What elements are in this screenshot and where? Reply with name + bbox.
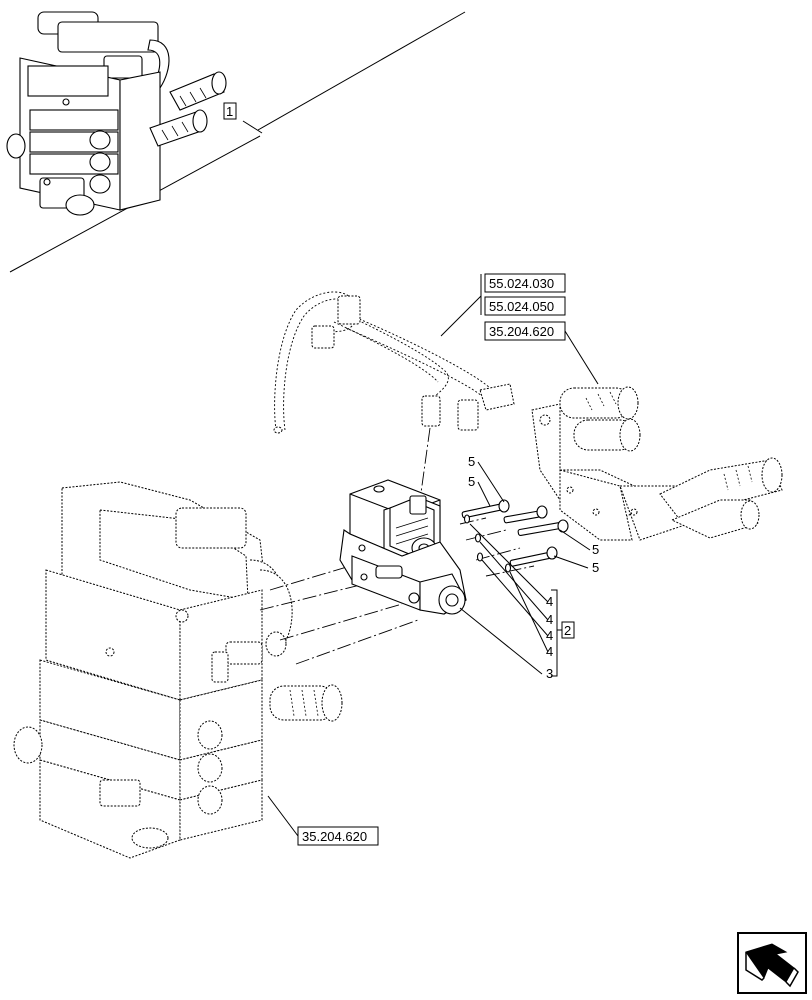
overview-callout-box (223, 102, 237, 120)
main-valve-block (13, 481, 343, 859)
screw (517, 519, 569, 537)
washers (463, 514, 512, 573)
callout-washer-b: 4 (546, 612, 553, 627)
ref-box (484, 296, 566, 316)
harness-ref-2: 55.024.050 (489, 299, 554, 314)
callout-screw-a: 5 (468, 454, 475, 469)
callout-screw-d: 5 (592, 560, 599, 575)
harness-reference-group: 55.024.030 55.024.050 (440, 273, 566, 337)
callout-screw-c: 5 (592, 542, 599, 557)
harness-ref-1: 55.024.030 (489, 276, 554, 291)
washer (504, 563, 512, 573)
washer (463, 514, 471, 524)
kit-callout-box (561, 621, 575, 639)
callout-leaders (459, 461, 591, 675)
coupler-leader (564, 330, 599, 385)
valve-ref-leader (267, 795, 299, 837)
kit-bracket: 2 (551, 589, 575, 677)
valve-ref-lower: 35.204.620 (302, 829, 367, 844)
assembly-line (419, 427, 431, 501)
callout-washer-d: 4 (546, 644, 553, 659)
overview-inset: 1 (6, 11, 466, 273)
inset-border-line (257, 11, 466, 131)
screw (461, 499, 510, 519)
valve-ref-upper: 35.204.620 (489, 324, 554, 339)
wiring-harness (273, 291, 515, 434)
callout-washer-a: 4 (546, 594, 553, 609)
screw (503, 505, 548, 524)
overview-valve-block (6, 11, 227, 216)
coupler-reference-group: 35.204.620 (484, 321, 599, 385)
ref-box (297, 826, 379, 846)
washer (476, 552, 484, 562)
next-page-arrow-icon[interactable] (737, 932, 807, 994)
harness-leader (440, 295, 482, 337)
valve-reference-lower-group: 35.204.620 (267, 795, 379, 846)
kit-callout-2: 2 (564, 623, 571, 638)
solenoid-valve (339, 479, 467, 615)
coupler-assembly (531, 386, 783, 541)
inset-leader (242, 120, 263, 134)
screw (509, 546, 558, 567)
overview-callout-1: 1 (226, 104, 233, 119)
callout-solenoid-valve: 3 (546, 666, 553, 681)
callout-screw-b: 5 (468, 474, 475, 489)
callout-washer-c: 4 (546, 628, 553, 643)
ref-box (484, 273, 566, 293)
washer (474, 533, 482, 543)
